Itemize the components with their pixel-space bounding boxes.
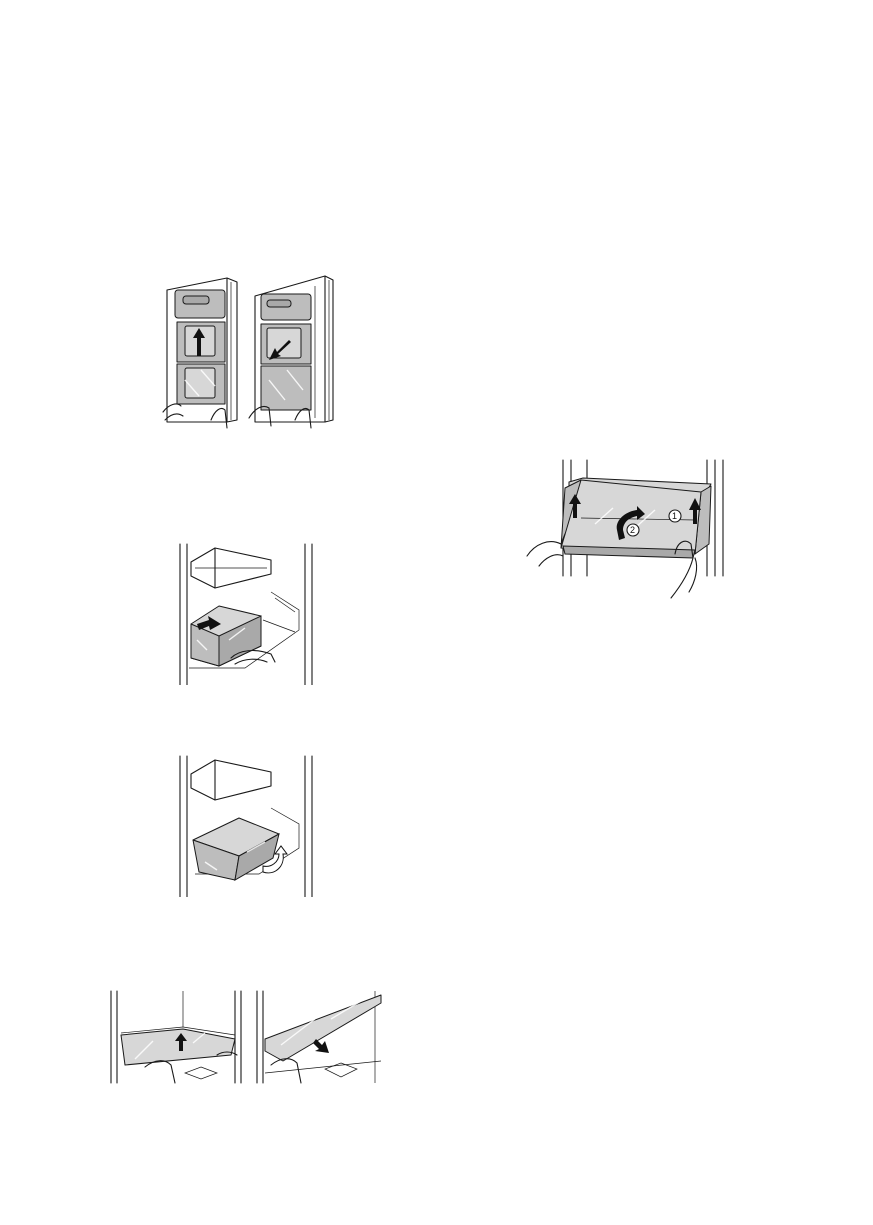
bottle-bin-removal-illustration: 2 1	[525, 458, 730, 600]
drawer-tilt-out-illustration	[175, 752, 325, 897]
arrow-icon	[313, 1039, 329, 1053]
door-bin-removal-illustration	[155, 270, 345, 430]
glass-shelf-removal-illustration	[105, 985, 390, 1085]
callout-step-2: 2	[630, 525, 635, 535]
drawer-pull-out-illustration	[175, 540, 325, 685]
callout-step-1: 1	[672, 511, 677, 521]
